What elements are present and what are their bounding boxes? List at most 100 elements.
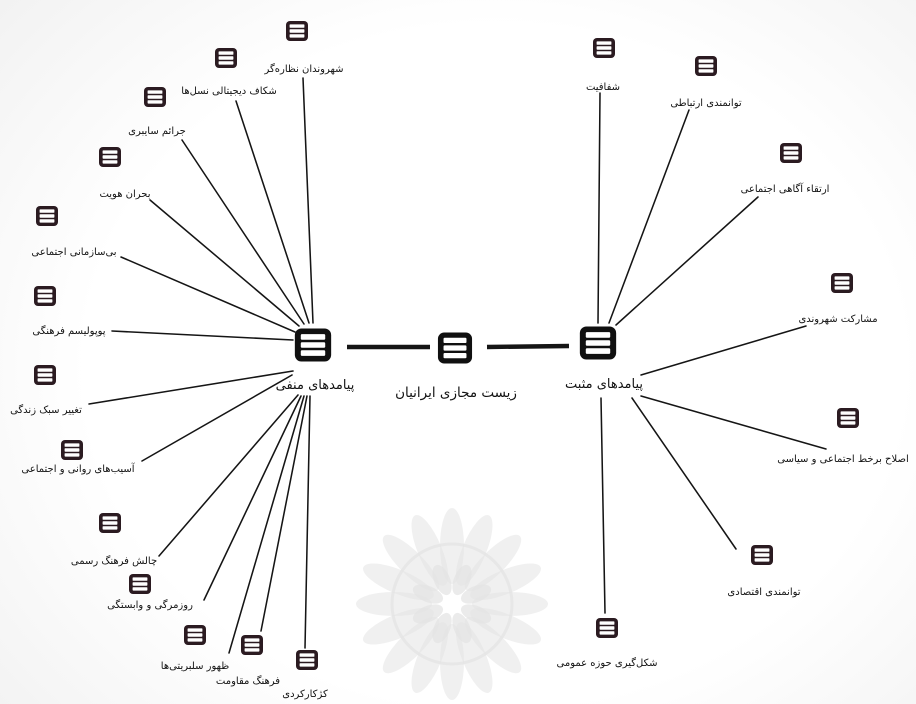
list-node-icon <box>215 48 237 68</box>
negative-edge-13 <box>304 395 311 649</box>
negative-outcome-label: ظهور سلبریتی‌ها <box>161 661 229 672</box>
watermark-petal <box>412 584 444 604</box>
negative-outcome-label: فرهنگ مقاومت <box>216 675 280 687</box>
positive-edge-2 <box>608 109 690 324</box>
negative-outcome-label: جرائم سایبری <box>128 126 186 137</box>
positive-outcome-label: شفافیت <box>586 82 620 93</box>
negative-outcome-node-1: شهروندان نظاره‌گر <box>263 21 344 75</box>
list-node-icon <box>286 21 308 41</box>
negative-outcome-label: چالش فرهنگ رسمی <box>71 555 157 567</box>
negative-outcome-node-9: چالش فرهنگ رسمی <box>71 513 157 567</box>
negative-edge-12 <box>260 395 308 632</box>
positive-edge-5 <box>640 395 827 450</box>
positive-outcome-node-5: اصلاح برخط اجتماعی و سیاسی <box>777 408 909 465</box>
watermark-petal <box>412 604 444 624</box>
positive-outcome-label: شکل‌گیری حوزه عمومی <box>557 657 658 669</box>
center-node: زیست مجازی ایرانیان <box>395 332 517 401</box>
list-node-icon <box>34 365 56 385</box>
negative-edge-9 <box>158 394 299 557</box>
negative-edge-5 <box>120 256 296 333</box>
negative-outcome-label: تغییر سبک زندگی <box>10 404 82 416</box>
negative-edge-11 <box>228 395 305 654</box>
node-layer: زیست مجازی ایرانیان پیامدهای منفی پیامده… <box>10 21 909 700</box>
positive-edge-6 <box>631 397 737 550</box>
list-node-icon <box>34 286 56 306</box>
negative-outcome-node-10: روزمرگی و وابستگی <box>107 574 193 611</box>
positive-outcome-label: توانمندی اقتصادی <box>727 587 800 598</box>
positive-outcome-node-2: توانمندی ارتباطی <box>670 56 742 109</box>
watermark-petal <box>464 616 522 674</box>
list-node-icon <box>579 326 617 360</box>
negative-outcome-label: کژکارکردی <box>282 689 328 700</box>
negative-outcome-node-12: فرهنگ مقاومت <box>216 635 280 687</box>
positive-hub-label: پیامدهای مثبت <box>565 377 643 392</box>
negative-outcome-node-6: پوپولیسم فرهنگی <box>32 286 106 337</box>
list-node-icon <box>593 38 615 58</box>
list-node-icon <box>437 332 473 364</box>
watermark-petal <box>460 584 492 604</box>
list-node-icon <box>751 545 773 565</box>
positive-outcome-label: مشارکت شهروندی <box>798 314 877 325</box>
negative-edge-2 <box>235 100 310 324</box>
positive-outcome-node-6: توانمندی اقتصادی <box>727 545 801 598</box>
list-node-icon <box>837 408 859 428</box>
watermark-petal <box>432 564 452 596</box>
positive-edge-3 <box>615 196 759 326</box>
positive-hub-node: پیامدهای مثبت <box>565 326 643 392</box>
watermark-petal <box>382 616 440 674</box>
list-node-icon <box>99 147 121 167</box>
negative-outcome-label: روزمرگی و وابستگی <box>107 599 193 611</box>
negative-edge-6 <box>111 330 294 341</box>
list-node-icon <box>99 513 121 533</box>
negative-edge-3 <box>181 139 305 325</box>
list-node-icon <box>695 56 717 76</box>
positive-outcome-node-4: مشارکت شهروندی <box>798 273 878 325</box>
negative-edge-4 <box>149 199 300 327</box>
negative-hub-node: پیامدهای منفی <box>276 328 355 393</box>
negative-edge-10 <box>203 395 302 601</box>
watermark-petal <box>464 534 522 592</box>
negative-outcome-node-13: کژکارکردی <box>282 650 328 700</box>
negative-outcome-label: شهروندان نظاره‌گر <box>263 63 343 75</box>
positive-edge-1 <box>597 92 601 324</box>
list-node-icon <box>780 143 802 163</box>
negative-outcome-label: بی‌سازمانی اجتماعی <box>31 247 116 258</box>
negative-outcome-label: شکاف دیجیتالی نسل‌ها <box>181 86 276 97</box>
negative-outcome-node-2: شکاف دیجیتالی نسل‌ها <box>181 48 277 97</box>
negative-edge-7 <box>88 370 294 405</box>
negative-edge-1 <box>302 77 314 324</box>
positive-outcome-node-1: شفافیت <box>586 38 620 93</box>
list-node-icon <box>129 574 151 594</box>
watermark-petal <box>452 612 472 644</box>
negative-edge-8 <box>141 374 293 462</box>
positive-outcome-node-7: شکل‌گیری حوزه عمومی <box>557 618 658 669</box>
negative-hub-label: پیامدهای منفی <box>276 378 355 393</box>
negative-outcome-node-7: تغییر سبک زندگی <box>10 365 82 416</box>
watermark-petal <box>432 612 452 644</box>
list-node-icon <box>241 635 263 655</box>
watermark-petal <box>452 564 472 596</box>
list-node-icon <box>596 618 618 638</box>
list-node-icon <box>831 273 853 293</box>
positive-outcome-label: اصلاح برخط اجتماعی و سیاسی <box>777 454 908 465</box>
negative-outcome-node-11: ظهور سلبریتی‌ها <box>161 625 229 672</box>
list-node-icon <box>296 650 318 670</box>
watermark-ring <box>390 542 514 666</box>
list-node-icon <box>144 87 166 107</box>
positive-edge-7 <box>600 397 606 614</box>
negative-outcome-node-8: آسیب‌های روانی و اجتماعی <box>21 440 136 475</box>
negative-outcome-label: بحران هویت <box>99 189 150 200</box>
list-node-icon <box>294 328 332 362</box>
list-node-icon <box>184 625 206 645</box>
negative-outcome-label: پوپولیسم فرهنگی <box>32 325 105 337</box>
rosette-watermark-icon <box>356 508 548 700</box>
negative-outcome-node-4: بحران هویت <box>99 147 151 200</box>
negative-outcome-node-5: بی‌سازمانی اجتماعی <box>31 206 117 258</box>
center-node-label: زیست مجازی ایرانیان <box>395 385 517 401</box>
positive-outcome-label: توانمندی ارتباطی <box>670 98 742 109</box>
positive-outcome-label: ارتقاء آگاهی اجتماعی <box>741 182 830 195</box>
edge-layer <box>88 77 827 654</box>
negative-outcome-label: آسیب‌های روانی و اجتماعی <box>21 462 135 475</box>
